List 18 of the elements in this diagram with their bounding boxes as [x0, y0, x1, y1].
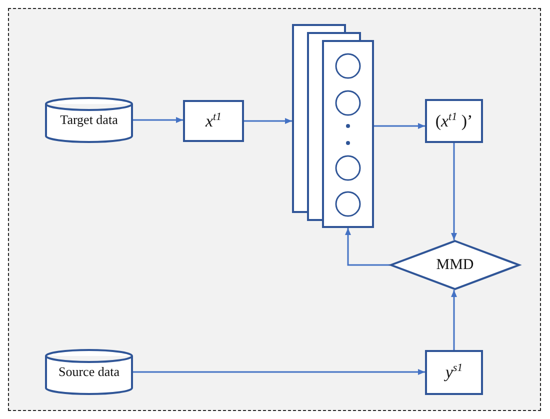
output-box: [425, 99, 483, 143]
arrow: [244, 118, 292, 124]
arrow: [133, 369, 425, 375]
variable-box: [183, 100, 244, 142]
math-label: (x$^{t1}$ )’: [435, 110, 473, 132]
node-label: Source data: [58, 364, 120, 380]
node-label: Target data: [60, 112, 118, 128]
network-layers-drawing: [292, 24, 374, 228]
arrow: [451, 290, 457, 350]
arrow: [133, 117, 183, 123]
arrow: [345, 228, 390, 266]
arrow: [451, 143, 457, 240]
math-label: y$^{s1}$: [445, 362, 463, 383]
node-label: MMD: [436, 256, 474, 274]
decision-diamond: [390, 240, 520, 290]
math-label: x$^{t1}$: [205, 110, 222, 132]
arrow: [374, 123, 425, 129]
variable-box: [425, 350, 483, 395]
